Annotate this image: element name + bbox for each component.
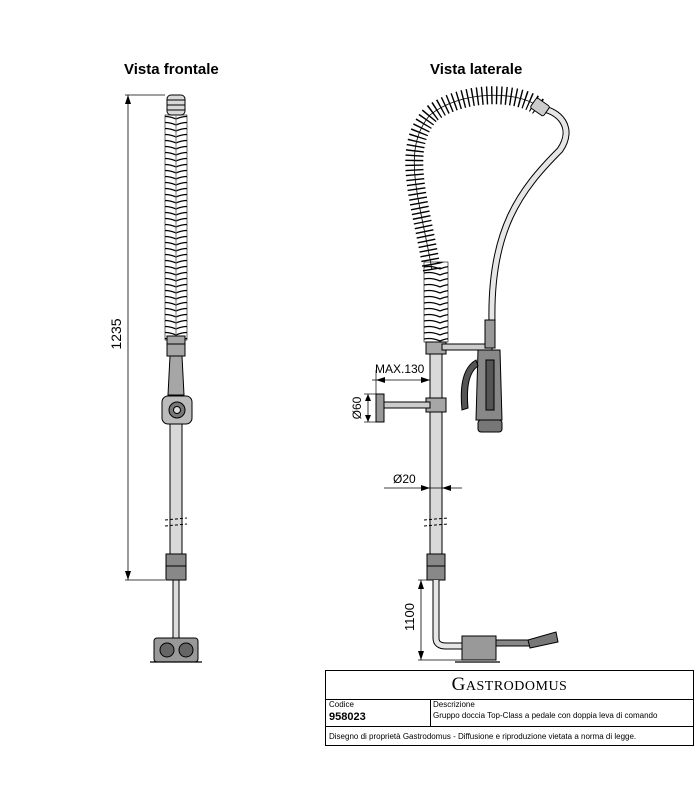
side-pedal-lever — [527, 631, 559, 649]
front-body — [167, 355, 185, 396]
description-label: Descrizione — [433, 700, 475, 709]
side-vertical-coil — [423, 261, 449, 343]
dim-max-reach: MAX.130 — [375, 362, 425, 376]
side-view: MAX.130 Ø60 Ø20 1100 — [350, 86, 570, 663]
dim-pipe-diameter: Ø20 — [393, 472, 416, 486]
side-arc-hose — [488, 104, 570, 323]
front-upper-coupling — [166, 335, 186, 357]
dim-total-height: 1235 — [108, 318, 124, 349]
dim-flange-diameter: Ø60 — [350, 396, 364, 419]
code-value: 958023 — [329, 711, 366, 723]
side-pedal-hose — [432, 580, 464, 650]
side-hose-end-cap — [530, 97, 550, 117]
front-view: 1235 — [108, 94, 202, 663]
brand-logo: GASTRODOMUS — [326, 671, 693, 700]
description-value: Gruppo doccia Top-Class a pedale con dop… — [433, 711, 658, 720]
dim-pedal-height: 1100 — [402, 603, 417, 631]
side-vertical-pipe — [429, 353, 443, 555]
code-cell: Codice 958023 — [326, 699, 431, 726]
title-block-info-row: Codice 958023 Descrizione Gruppo doccia … — [326, 699, 693, 727]
description-cell: Descrizione Gruppo doccia Top-Class a pe… — [430, 699, 693, 726]
side-wall-flange — [375, 393, 385, 423]
title-block: GASTRODOMUS Codice 958023 Descrizione Gr… — [325, 670, 694, 746]
side-bottom-valve — [426, 553, 446, 581]
technical-drawing: 1235 — [108, 86, 570, 663]
footer-notice: Disegno di proprietà Gastrodomus - Diffu… — [329, 732, 637, 741]
side-spray-gun — [460, 319, 503, 433]
side-spring-coil — [405, 86, 547, 272]
front-view-title: Vista frontale — [124, 61, 219, 78]
front-lower-pipe — [169, 423, 183, 555]
front-thin-hose — [172, 579, 180, 639]
side-view-title: Vista laterale — [430, 61, 523, 78]
side-pedal-unit — [461, 635, 497, 661]
code-label: Codice — [329, 700, 354, 709]
front-bottom-valve — [165, 553, 187, 581]
side-wall-bracket — [383, 401, 431, 409]
